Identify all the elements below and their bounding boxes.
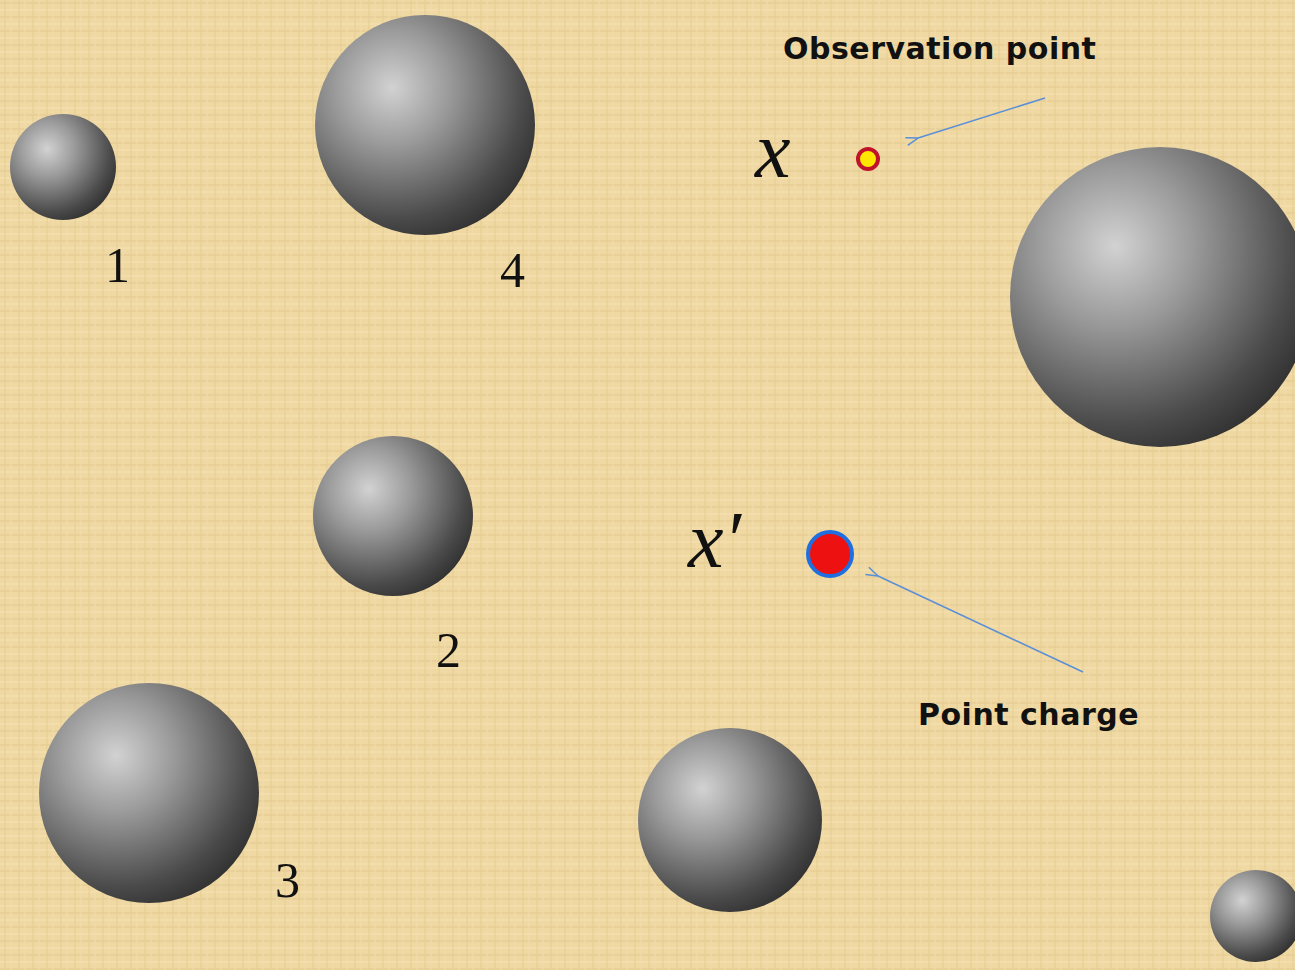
- callout-number: 2: [436, 625, 461, 675]
- callout-number: 4: [500, 245, 525, 295]
- variable-label: x′: [688, 500, 741, 580]
- variable-label: x: [755, 110, 791, 190]
- callout-number: 3: [275, 855, 300, 905]
- callout-label: Point charge: [918, 700, 1139, 730]
- callout-number: 1: [105, 240, 130, 290]
- callout-label: Observation point: [783, 34, 1096, 64]
